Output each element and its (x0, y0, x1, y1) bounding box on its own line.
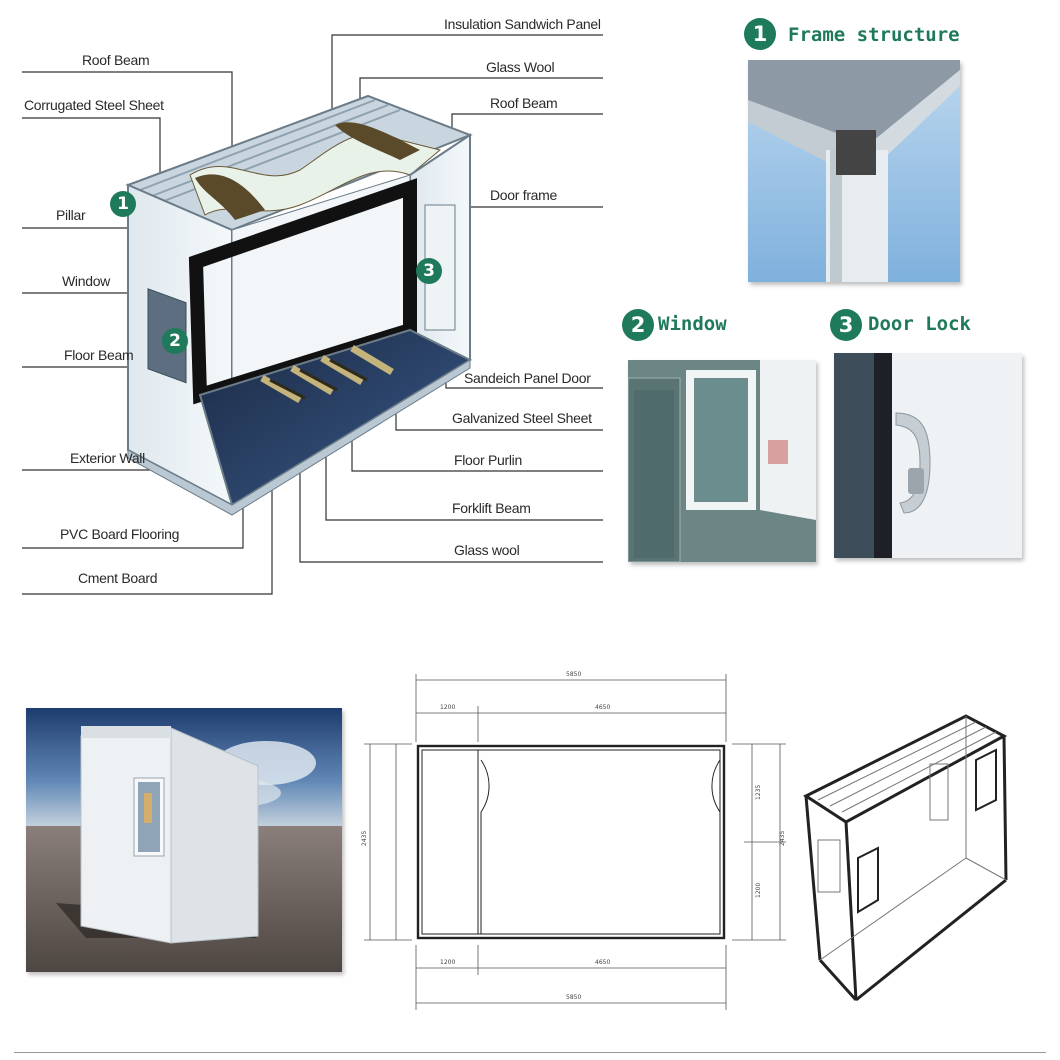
label-pvc-board-flooring: PVC Board Flooring (60, 526, 180, 542)
panel-door-lock-number: 3 (830, 309, 862, 341)
label-floor-purlin: Floor Purlin (454, 452, 522, 468)
dim-left-bottom: 1200 (440, 959, 455, 966)
window-photo (628, 360, 816, 562)
bottom-divider (14, 1052, 1046, 1053)
dim-left-top: 1200 (440, 704, 455, 711)
label-forklift-beam: Forklift Beam (452, 500, 531, 516)
panel-window-number: 2 (622, 309, 654, 341)
label-window: Window (62, 273, 110, 289)
panel-door-lock-title: Door Lock (868, 313, 971, 335)
label-galvanized-steel-sheet: Galvanized Steel Sheet (452, 410, 592, 426)
label-roof-beam-right: Roof Beam (490, 95, 558, 111)
label-insulation-sandwich-panel: Insulation Sandwich Panel (444, 16, 601, 32)
dim-overall-top: 5850 (566, 671, 581, 678)
dim-right-top: 4650 (595, 704, 610, 711)
marker-one: 1 (110, 191, 136, 217)
panel-window-title: Window (658, 313, 727, 335)
label-glass-wool-bottom: Glass wool (454, 542, 520, 558)
label-pillar: Pillar (56, 207, 86, 223)
dim-width-right: 2435 (779, 831, 786, 846)
door-lock-photo (834, 353, 1022, 558)
dim-overall-bottom: 5850 (566, 994, 581, 1001)
label-sandeich-panel-door: Sandeich Panel Door (464, 370, 591, 386)
panel-frame-title: Frame structure (788, 24, 960, 46)
marker-two: 2 (162, 328, 188, 354)
label-floor-beam: Floor Beam (64, 347, 134, 363)
label-glass-wool-top: Glass Wool (486, 59, 555, 75)
label-door-frame: Door frame (490, 187, 558, 203)
label-cment-board: Cment Board (78, 570, 158, 586)
dim-width-left: 2435 (361, 831, 368, 846)
container-photo (26, 708, 342, 972)
marker-three: 3 (416, 258, 442, 284)
label-roof-beam-left: Roof Beam (82, 52, 150, 68)
dim-right-bottom: 4650 (595, 959, 610, 966)
frame-structure-photo (748, 60, 960, 282)
dim-side-lower: 1200 (755, 883, 762, 898)
label-exterior-wall: Exterior Wall (70, 450, 145, 466)
label-corrugated-steel-sheet: Corrugated Steel Sheet (24, 97, 164, 113)
panel-frame-number: 1 (744, 18, 776, 50)
dim-side-upper: 1235 (755, 785, 762, 800)
